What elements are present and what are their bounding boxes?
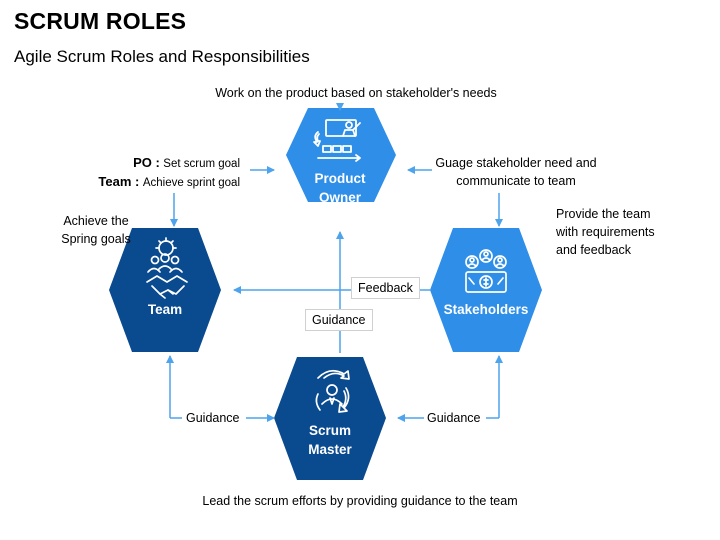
- stakeholders-hexagon: [430, 228, 542, 352]
- stakeholders-note-line2: with requirements: [556, 225, 655, 239]
- page-title: SCRUM ROLES: [14, 8, 187, 34]
- scrum-master-label: Scrum Master: [284, 421, 376, 459]
- top-annotation: Work on the product based on stakeholder…: [215, 86, 497, 100]
- bottom-annotation: Lead the scrum efforts by providing guid…: [202, 494, 518, 508]
- scrum-master-icon: [315, 369, 350, 413]
- po-right-note: Guage stakeholder need and communicate t…: [428, 154, 604, 190]
- guidance-right-label: Guidance: [427, 411, 481, 425]
- po-role: PO :: [133, 155, 160, 170]
- scrum-master-hexagon: [274, 357, 386, 480]
- presenter-icon: [313, 119, 361, 162]
- po-team-notes: PO : Set scrum goal Team : Achieve sprin…: [60, 154, 240, 192]
- po-right-note-line1: Guage stakeholder need and: [435, 156, 597, 170]
- page-subtitle: Agile Scrum Roles and Responsibilities: [14, 47, 310, 66]
- team-role: Team :: [98, 174, 140, 189]
- team-left-note-line1: Achieve the: [63, 214, 129, 228]
- stakeholders-note-line3: and feedback: [556, 243, 632, 257]
- po-right-note-line2: communicate to team: [456, 174, 576, 188]
- team-hexagon: [109, 228, 221, 352]
- team-handshake-icon: [146, 237, 188, 299]
- team-left-note: Achieve the Spring goals: [48, 212, 144, 248]
- team-label: Team: [147, 302, 183, 317]
- guidance-center-label: Guidance: [305, 309, 373, 331]
- feedback-label: Feedback: [351, 277, 420, 299]
- team-role-text: Achieve sprint goal: [142, 177, 240, 189]
- guidance-left-label: Guidance: [186, 411, 240, 425]
- scrum-master-line1: Scrum: [308, 423, 352, 438]
- po-role-text: Set scrum goal: [163, 158, 240, 170]
- team-left-note-line2: Spring goals: [61, 232, 131, 246]
- stakeholders-right-note: Provide the team with requirements and f…: [556, 205, 686, 259]
- product-owner-line2: Owner: [318, 190, 361, 205]
- stakeholders-note-line1: Provide the team: [556, 207, 651, 221]
- stakeholders-icon: [465, 249, 507, 293]
- product-owner-hexagon: [286, 108, 396, 202]
- scrum-master-line2: Master: [308, 442, 352, 457]
- stakeholders-label: Stakeholders: [443, 302, 529, 317]
- product-owner-label: Product Owner: [296, 169, 384, 207]
- product-owner-line1: Product: [314, 171, 366, 186]
